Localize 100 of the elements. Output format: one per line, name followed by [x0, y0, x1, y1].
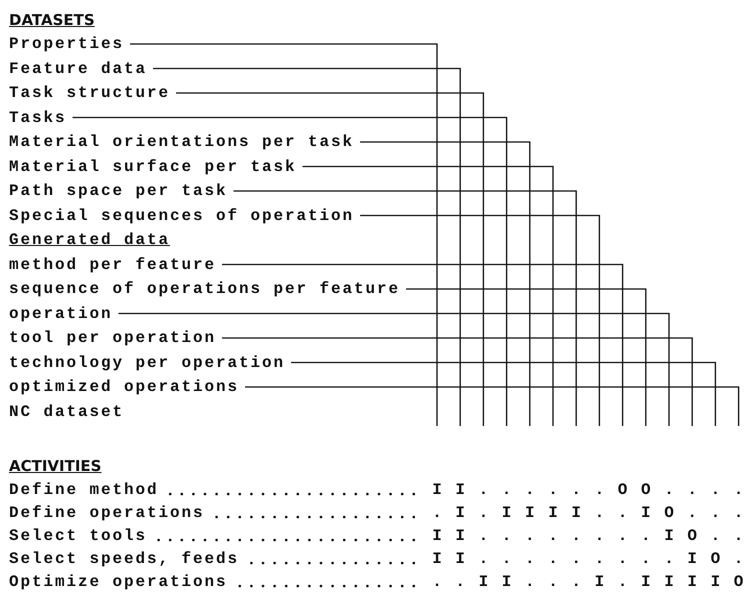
- matrix-entry: .: [525, 481, 535, 499]
- matrix-entry: .: [548, 481, 558, 499]
- matrix-entry: .: [571, 481, 581, 499]
- dataset-name: operation: [9, 304, 113, 322]
- matrix-entry: I: [687, 550, 697, 568]
- dataset-name: Feature data: [9, 60, 148, 78]
- matrix-entry: I: [502, 504, 512, 522]
- matrix-entry: .: [478, 504, 488, 522]
- activity-name: Optimize operations: [9, 573, 228, 591]
- matrix-entry: .: [432, 573, 442, 591]
- matrix-entry: .: [594, 481, 604, 499]
- matrix-entry: I: [594, 573, 604, 591]
- dataset-name: NC dataset: [9, 402, 124, 420]
- matrix-entry: .: [432, 504, 442, 522]
- matrix-entry: I: [571, 504, 581, 522]
- leader-line: [130, 43, 438, 426]
- matrix-entry: I: [432, 481, 442, 499]
- matrix-entry: .: [571, 550, 581, 568]
- matrix-entry: I: [687, 573, 697, 591]
- matrix-entry: I: [478, 573, 488, 591]
- matrix-entry: .: [687, 504, 697, 522]
- dataset-name: Task structure: [9, 84, 170, 102]
- matrix-entry: .: [734, 504, 744, 522]
- leader-line: [234, 190, 577, 426]
- dataset-name: Material orientations per task: [9, 133, 354, 151]
- matrix-entry: I: [455, 481, 465, 499]
- dataset-name: Special sequences of operation: [9, 206, 354, 224]
- matrix-entry: .: [478, 527, 488, 545]
- dataset-name: technology per operation: [9, 354, 286, 372]
- matrix-entry: O: [710, 550, 720, 568]
- matrix-entry: .: [618, 504, 628, 522]
- activity-name: Select speeds, feeds: [9, 550, 240, 568]
- matrix-entry: I: [525, 504, 535, 522]
- dataset-name: Properties: [9, 35, 124, 53]
- matrix-entry: .: [710, 481, 720, 499]
- matrix-entry: .: [594, 550, 604, 568]
- matrix-entry: .: [525, 527, 535, 545]
- matrix-entry: .: [502, 550, 512, 568]
- matrix-entry: I: [641, 573, 651, 591]
- leader-line: [176, 92, 484, 426]
- matrix-entry: O: [734, 573, 744, 591]
- matrix-entry: .: [571, 573, 581, 591]
- matrix-entry: .: [594, 527, 604, 545]
- matrix-entry: I: [455, 550, 465, 568]
- activity-name: Select tools: [9, 527, 148, 545]
- leader-line: [245, 386, 740, 426]
- matrix-entry: .: [478, 550, 488, 568]
- activity-name: Define method: [9, 481, 159, 499]
- dataset-name: tool per operation: [9, 329, 216, 347]
- matrix-entry: O: [687, 527, 697, 545]
- matrix-entry: .: [734, 527, 744, 545]
- matrix-entry: .: [618, 550, 628, 568]
- dataset-name: Material surface per task: [9, 158, 297, 176]
- matrix-entry: I: [664, 573, 674, 591]
- matrix-entry: .: [641, 527, 651, 545]
- matrix-entry: I: [548, 504, 558, 522]
- matrix-entry: .: [478, 481, 488, 499]
- section-heading: DATASETS: [9, 10, 95, 28]
- matrix-entry: I: [455, 527, 465, 545]
- matrix-entry: O: [641, 481, 651, 499]
- leader-line: [72, 116, 508, 426]
- matrix-entry: .: [525, 573, 535, 591]
- matrix-entry: .: [710, 504, 720, 522]
- matrix-entry: .: [548, 550, 558, 568]
- matrix-entry: .: [618, 573, 628, 591]
- leader-line: [118, 312, 670, 426]
- dataset-name: method per feature: [9, 256, 216, 274]
- leader-line: [302, 166, 554, 426]
- matrix-entry: .: [734, 550, 744, 568]
- matrix-entry: I: [710, 573, 720, 591]
- leader-line: [406, 288, 646, 426]
- leader-line: [360, 141, 530, 426]
- dataset-name: Path space per task: [9, 182, 228, 200]
- matrix-entry: I: [432, 527, 442, 545]
- matrix-entry: .: [525, 550, 535, 568]
- leader-line: [291, 362, 716, 426]
- matrix-entry: .: [687, 481, 697, 499]
- matrix-entry: .: [455, 573, 465, 591]
- section-heading: ACTIVITIES: [9, 457, 102, 475]
- matrix-entry: .: [594, 504, 604, 522]
- matrix-entry: .: [571, 527, 581, 545]
- leader-line: [222, 264, 624, 426]
- matrix-entry: .: [710, 527, 720, 545]
- matrix-entry: .: [641, 550, 651, 568]
- dataset-name: optimized operations: [9, 378, 240, 396]
- matrix-entry: .: [502, 527, 512, 545]
- matrix-entry: I: [432, 550, 442, 568]
- matrix-entry: .: [618, 527, 628, 545]
- matrix-entry: .: [664, 481, 674, 499]
- dataset-name: Tasks: [9, 108, 67, 126]
- matrix-entry: I: [455, 504, 465, 522]
- leader-line: [222, 337, 693, 426]
- matrix-entry: .: [664, 550, 674, 568]
- matrix-entry: .: [734, 481, 744, 499]
- leader-line: [360, 214, 600, 426]
- matrix-entry: .: [548, 527, 558, 545]
- matrix-entry: .: [548, 573, 558, 591]
- subsection-heading: Generated data: [9, 231, 170, 249]
- matrix-entry: O: [664, 504, 674, 522]
- matrix-entry: I: [502, 573, 512, 591]
